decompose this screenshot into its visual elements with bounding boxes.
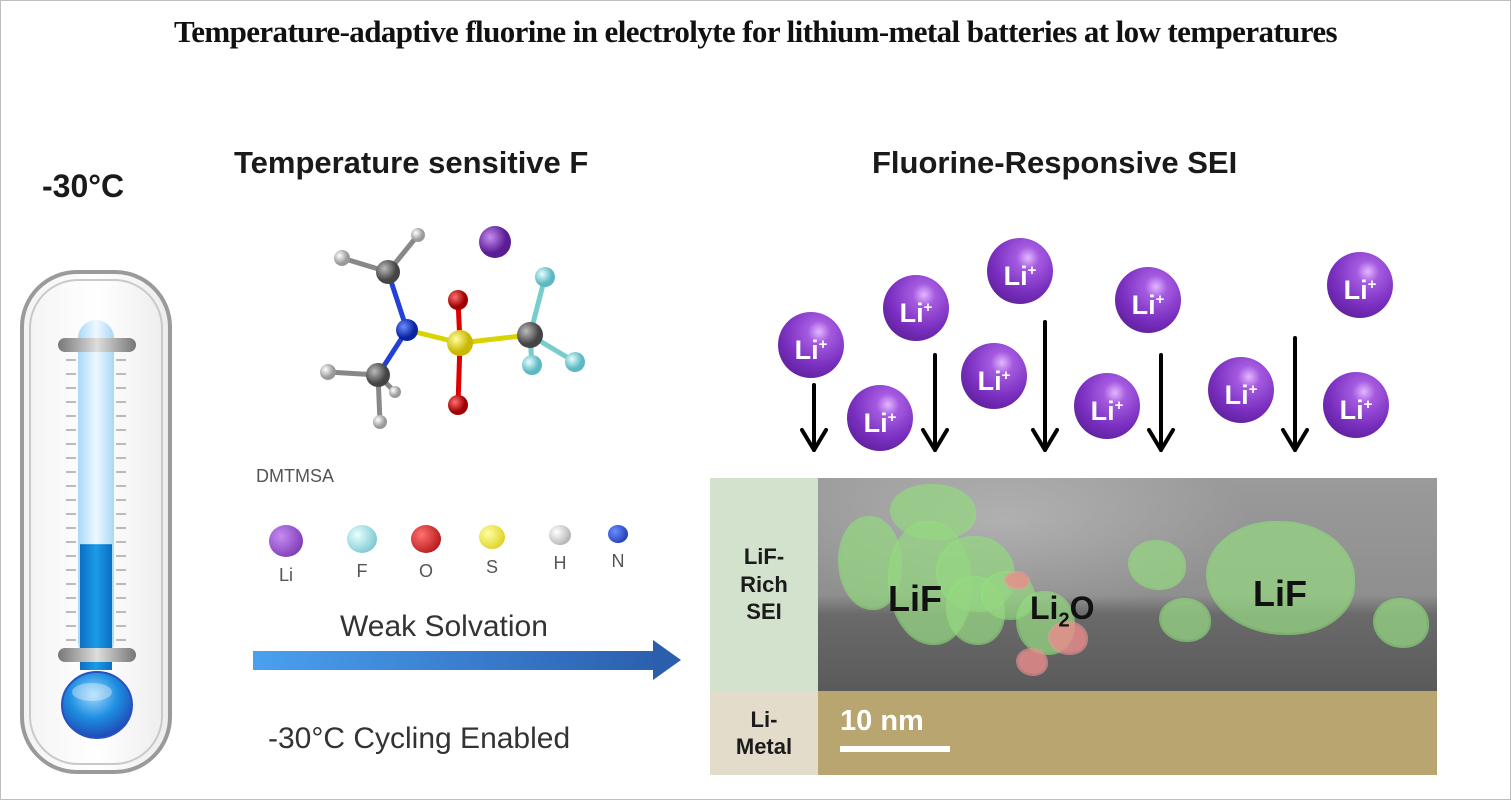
scale-bar-label: 10 nm <box>840 705 924 737</box>
down-arrows <box>800 320 1309 452</box>
lif-label-right: LiF <box>1253 573 1307 614</box>
li-ion: Li+ <box>1208 357 1274 423</box>
cycling-enabled-label: -30°C Cycling Enabled <box>268 722 571 755</box>
lif-label-left: LiF <box>888 578 942 619</box>
li-ion: Li+ <box>1327 252 1393 318</box>
down-arrow-icon <box>800 383 828 452</box>
right-panel-title: Fluorine-Responsive SEI <box>872 145 1238 180</box>
sei-layer-label: LiF- Rich SEI <box>710 478 818 691</box>
thermometer-bulb <box>61 671 133 739</box>
thermometer-ring-top <box>58 338 136 352</box>
li-ion-field: Li+ Li+ Li+ Li+ Li+ Li+ Li+ Li+ Li+ Li+ <box>760 230 1460 470</box>
li2o-grain <box>1050 623 1086 653</box>
thermometer-ring-bottom <box>58 648 136 662</box>
li-ion: Li+ <box>1074 373 1140 439</box>
down-arrow-icon <box>921 353 949 452</box>
thermometer-icon <box>20 270 172 774</box>
legend-item-n: N <box>593 525 643 572</box>
n-atom <box>396 319 418 341</box>
li-ball-icon <box>269 525 303 557</box>
li-ion: Li+ <box>987 238 1053 304</box>
li-ion: Li+ <box>1323 372 1389 438</box>
dmtmsa-molecule-icon <box>320 226 585 429</box>
figure-title: Temperature-adaptive fluorine in electro… <box>173 14 1338 49</box>
lif-grain <box>1130 542 1184 588</box>
li2o-grain <box>1018 650 1046 674</box>
temperature-label: -30°C <box>42 168 125 204</box>
sei-micrograph-panel: LiF- Rich SEI Li- Metal LiF Li2O LiF 10 … <box>710 478 1437 775</box>
legend-item-s: S <box>467 525 517 578</box>
left-panel-title: Temperature sensitive F <box>234 145 589 180</box>
molecule-name: DMTMSA <box>256 466 334 486</box>
lif-grain <box>1161 600 1209 640</box>
legend-item-o: O <box>401 525 451 582</box>
metal-layer-label: Li- Metal <box>710 691 818 775</box>
tem-image: LiF Li2O LiF <box>818 478 1437 691</box>
scale-bar <box>840 746 950 752</box>
weak-solvation-label: Weak Solvation <box>340 610 548 643</box>
atom-legend: Li F O S H N <box>255 525 635 595</box>
li-ion: Li+ <box>847 385 913 451</box>
li-ion: Li+ <box>1115 267 1181 333</box>
li-ion: Li+ <box>778 312 844 378</box>
f-ball-icon <box>347 525 377 553</box>
legend-item-h: H <box>535 525 585 574</box>
right-arrow-icon <box>253 640 681 680</box>
legend-item-li: Li <box>261 525 311 586</box>
o-ball-icon <box>411 525 441 553</box>
down-arrow-icon <box>1031 320 1059 452</box>
li2o-grain <box>1006 573 1028 588</box>
s-ball-icon <box>479 525 505 549</box>
legend-item-f: F <box>337 525 387 582</box>
li-atom <box>479 226 511 258</box>
down-arrow-icon <box>1281 336 1309 452</box>
li-ion: Li+ <box>883 275 949 341</box>
li-ion: Li+ <box>961 343 1027 409</box>
lif-grain <box>1375 600 1427 646</box>
li2o-label: Li2O <box>1030 590 1095 632</box>
n-ball-icon <box>608 525 628 543</box>
s-atom <box>447 330 473 356</box>
lif-grain <box>840 518 900 608</box>
h-ball-icon <box>549 525 571 545</box>
lif-grain <box>1208 523 1353 633</box>
li-metal-layer: 10 nm <box>818 691 1437 775</box>
down-arrow-icon <box>1147 353 1175 452</box>
